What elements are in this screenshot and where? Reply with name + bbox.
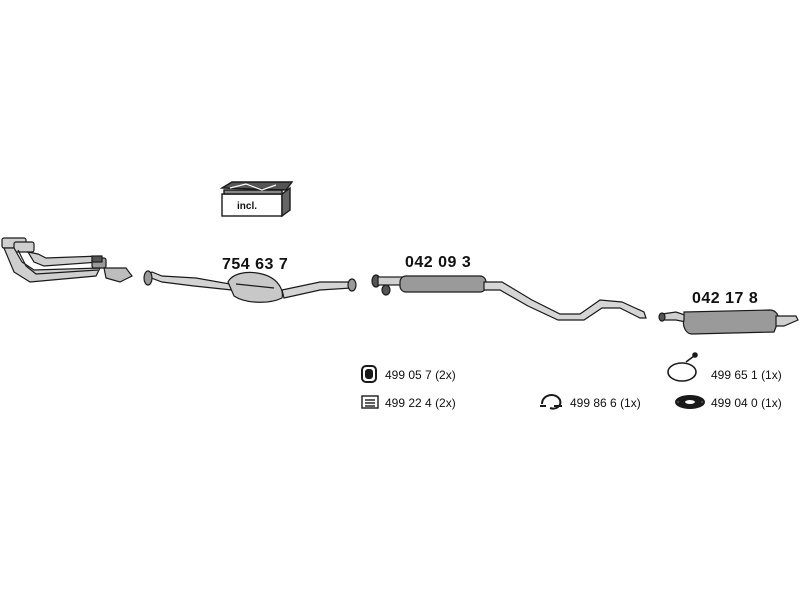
incl-kit-box <box>219 181 294 218</box>
front-pipe-drawing <box>1 237 133 283</box>
accessory-gasket: 499 04 0 (1x) <box>711 396 782 410</box>
accessory-number: 499 86 6 <box>570 396 617 410</box>
accessory-qty: (1x) <box>761 368 782 382</box>
accessory-qty: (2x) <box>435 368 456 382</box>
gasket-icon <box>675 395 705 409</box>
accessory-rubber-hanger: 499 05 7 (2x) <box>385 368 456 382</box>
part-number-middle-silencer: 042 09 3 <box>405 254 472 271</box>
middle-silencer-drawing <box>371 274 647 321</box>
mounting-kit-icon <box>361 395 379 409</box>
accessory-qty: (1x) <box>620 396 641 410</box>
part-number-rear-silencer: 042 17 8 <box>692 290 759 307</box>
accessory-number: 499 05 7 <box>385 368 432 382</box>
hanger-strap-icon <box>667 352 698 382</box>
catalytic-converter-drawing <box>143 270 357 303</box>
accessory-mounting-kit: 499 22 4 (2x) <box>385 396 456 410</box>
accessory-number: 499 22 4 <box>385 396 432 410</box>
accessory-number: 499 04 0 <box>711 396 758 410</box>
accessory-hanger-strap: 499 65 1 (1x) <box>711 368 782 382</box>
incl-label: incl. <box>237 201 258 212</box>
accessory-exhaust-clamp: 499 86 6 (1x) <box>570 396 641 410</box>
accessory-qty: (2x) <box>435 396 456 410</box>
accessory-number: 499 65 1 <box>711 368 758 382</box>
part-number-catalytic-converter: 754 63 7 <box>222 256 289 273</box>
rubber-hanger-icon <box>361 365 377 383</box>
rear-silencer-drawing <box>658 309 799 335</box>
accessory-qty: (1x) <box>761 396 782 410</box>
exhaust-clamp-icon <box>540 394 562 410</box>
